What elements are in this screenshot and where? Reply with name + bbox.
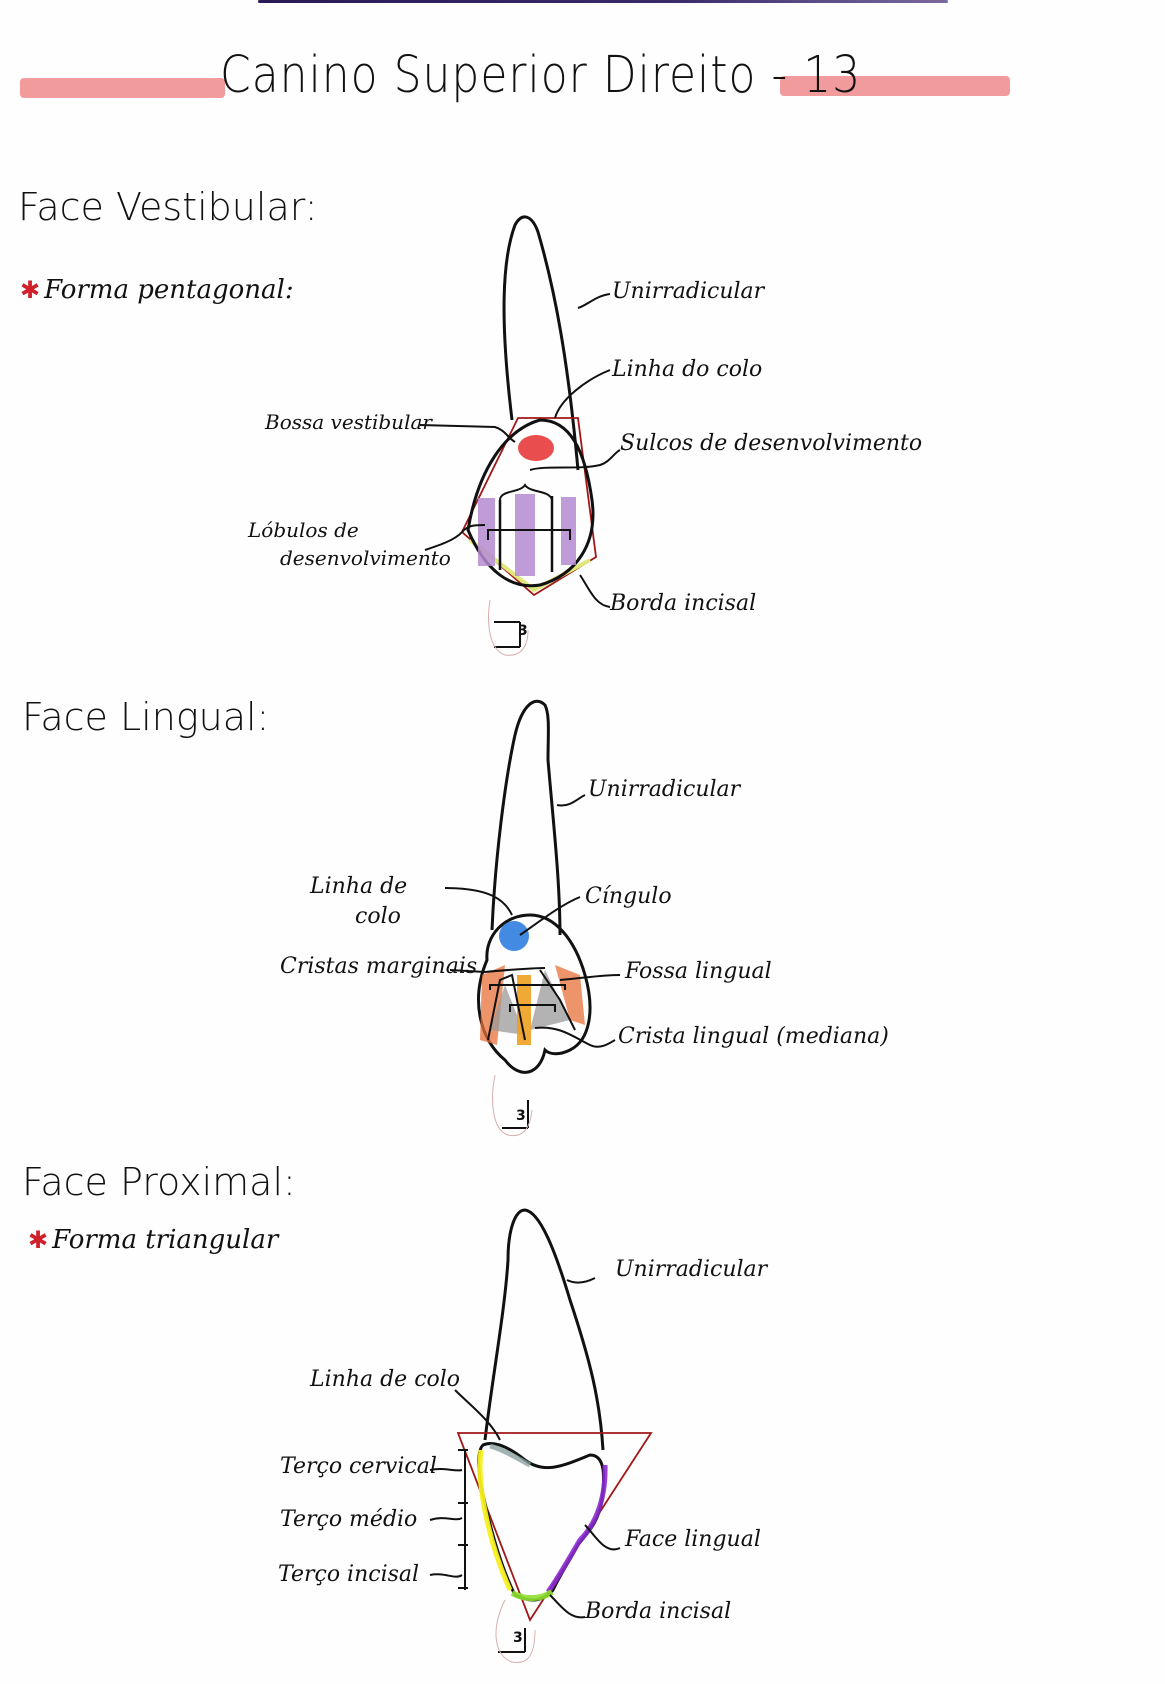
tooth-number-vestibular: 3 [518,623,528,639]
label-vestibular-unirradicular: Unirradicular [612,279,765,304]
label-lingual-fossa: Fossa lingual [625,959,772,984]
label-lingual-cingulo: Cíngulo [585,884,672,909]
label-lingual-linha-1: Linha de [310,874,408,899]
label-vestibular-borda: Borda incisal [610,591,757,616]
tooth-number-proximal: 3 [513,1630,523,1646]
title-highlight-left [20,78,225,98]
label-proximal-terco-medio: Terço médio [280,1507,418,1532]
label-proximal-face-lingual: Face lingual [625,1527,761,1552]
label-proximal-linha-colo: Linha de colo [310,1367,461,1392]
label-lingual-linha-2: colo [355,904,401,929]
heading-proximal: Face Proximal: [22,1160,296,1204]
label-vestibular-linha-colo: Linha do colo [612,357,763,382]
label-vestibular-lobulos-1: Lóbulos de [248,518,359,542]
asterisk-icon: ✱ [28,1226,49,1254]
label-proximal-borda: Borda incisal [585,1599,732,1624]
label-proximal-terco-incisal: Terço incisal [278,1562,420,1587]
vestibular-diagram [419,215,621,656]
label-proximal-terco-cervical: Terço cervical [280,1454,437,1479]
heading-lingual: Face Lingual: [22,695,270,739]
bullet-proximal: ✱Forma triangular [28,1225,278,1255]
title-highlight-right [780,76,1010,96]
label-vestibular-bossa: Bossa vestibular [265,410,432,434]
label-lingual-cristas: Cristas marginais [280,954,478,979]
asterisk-icon: ✱ [20,276,41,304]
label-lingual-unirradicular: Unirradicular [588,777,741,802]
bullet-vestibular: ✱Forma pentagonal: [20,275,294,305]
page-top-edge [258,0,948,3]
heading-vestibular: Face Vestibular: [18,185,318,229]
tooth-number-lingual: 3 [516,1108,526,1124]
label-vestibular-lobulos-2: desenvolvimento [280,546,451,570]
label-proximal-unirradicular: Unirradicular [615,1257,768,1282]
lingual-diagram [444,699,621,1137]
bullet-vestibular-text: Forma pentagonal: [44,275,294,305]
page-title: Canino Superior Direito - 13 [220,46,862,105]
bullet-proximal-text: Forma triangular [52,1225,279,1255]
label-vestibular-sulcos: Sulcos de desenvolvimento [620,431,923,456]
label-lingual-crista-lingual: Crista lingual (mediana) [618,1024,889,1049]
